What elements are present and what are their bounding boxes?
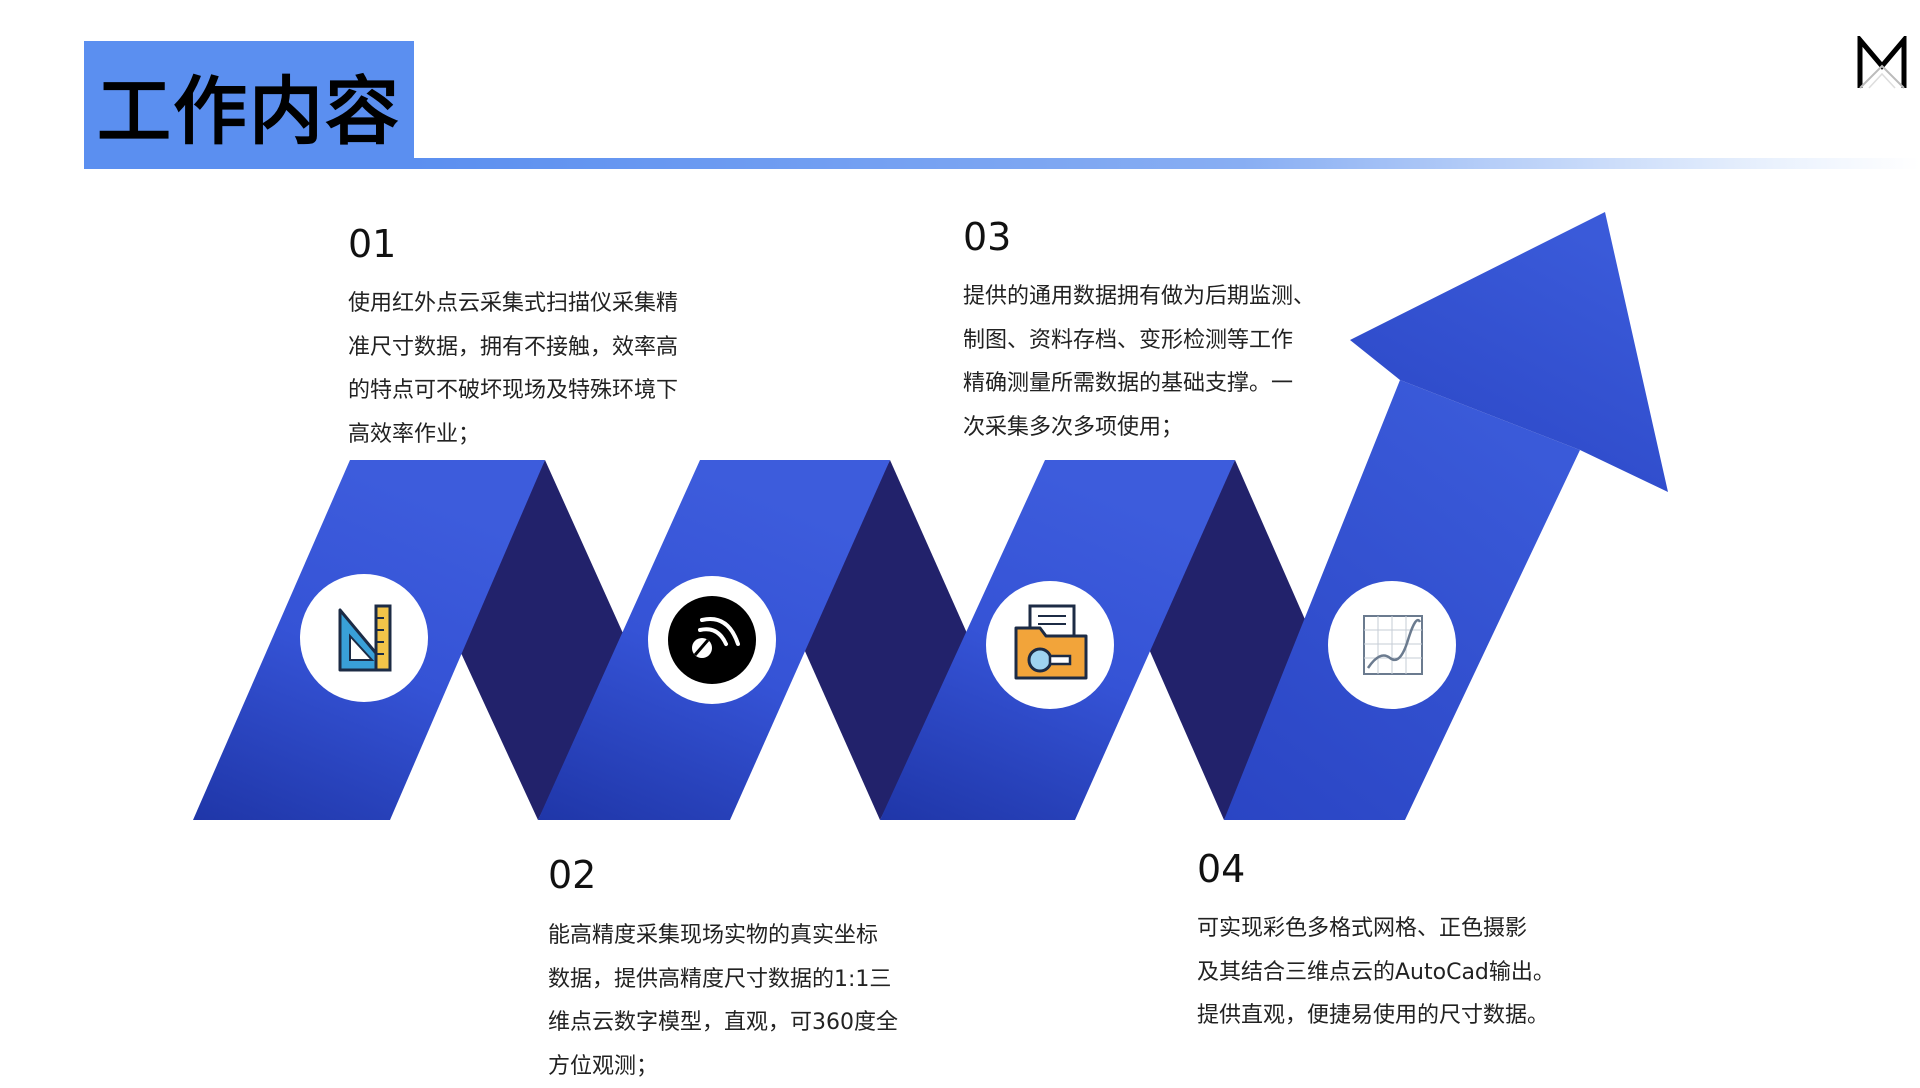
line-chart-icon	[1363, 615, 1423, 675]
ruler-triangle-icon	[338, 604, 392, 672]
title-box: 工作内容	[84, 41, 414, 169]
ribbon-arrow-head	[1350, 212, 1668, 492]
scanner-signal-icon	[668, 596, 756, 684]
step-3-description: 提供的通用数据拥有做为后期监测、 制图、资料存档、变形检测等工作 精确测量所需数…	[963, 284, 1316, 440]
step-2-description: 能高精度采集现场实物的真实坐标 数据，提供高精度尺寸数据的1:1三 维点云数字模…	[548, 923, 898, 1079]
step-1-description: 使用红外点云采集式扫描仪采集精 准尺寸数据，拥有不接触，效率高 的特点可不破坏现…	[348, 291, 679, 447]
step-4-number: 04	[1197, 847, 1246, 891]
m-logo-icon	[1857, 36, 1907, 89]
step-1-number: 01	[348, 222, 397, 266]
ribbon-back-band-1	[455, 460, 626, 820]
page-title: 工作内容	[97, 68, 401, 155]
step-4-description: 可实现彩色多格式网格、正色摄影 及其结合三维点云的AutoCad输出。 提供直观…	[1197, 916, 1555, 1028]
ribbon-back-band-2	[800, 460, 970, 820]
ribbon-back-band-3	[1145, 460, 1314, 820]
title-underline-bar	[414, 158, 1920, 169]
folder-search-icon	[1014, 604, 1088, 680]
step-3-number: 03	[963, 215, 1012, 259]
step-2-number: 02	[548, 853, 597, 897]
